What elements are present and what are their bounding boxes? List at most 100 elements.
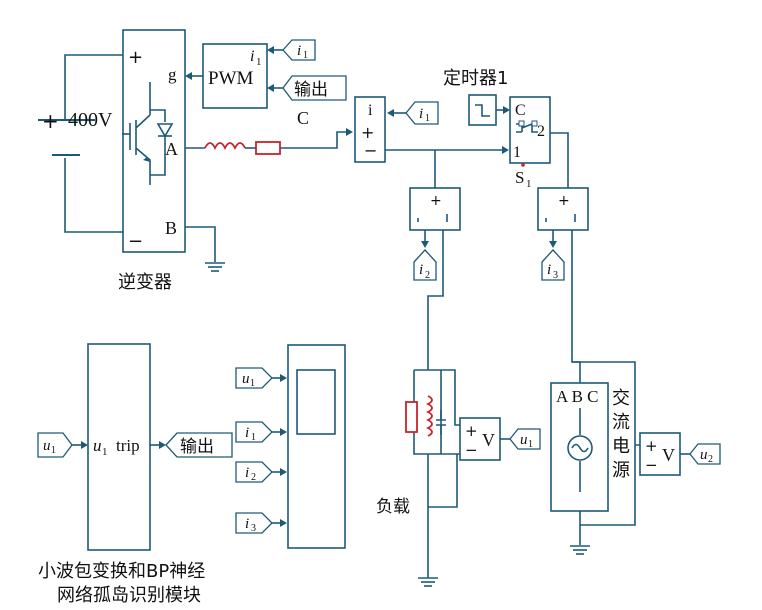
tag-module-output-label: 输出 (180, 437, 214, 457)
tag-pwm-output[interactable] (282, 75, 347, 101)
current-sensor-i: i + − i 1 (354, 96, 439, 163)
voltmeter-1: + − V u 1 (459, 417, 541, 461)
tag-voltmeter1-u1-symbol: u (520, 432, 528, 448)
tag-voltmeter2-u2[interactable] (689, 443, 721, 465)
inverter: + − g A B 逆变器 (118, 29, 186, 293)
ground-inverter (185, 226, 225, 272)
breaker-port-2: 2 (537, 123, 545, 140)
breaker-s1: C 2 1 S 1 (509, 96, 569, 190)
voltmeter2-minus: − (645, 456, 658, 474)
voltmeter2-plus: + (645, 437, 658, 455)
inverter-port-g: g (168, 65, 177, 84)
pwm-input-subscript: 1 (256, 56, 262, 68)
igbt-icon (122, 82, 174, 185)
voltmeter1-box[interactable] (459, 417, 501, 461)
tag-sensor-i3[interactable] (541, 249, 565, 281)
tag-pwm-i1[interactable] (282, 39, 316, 61)
module-label-symbol: u (93, 436, 102, 455)
current-sensor-plus: + (361, 123, 374, 142)
tag-sensor-i1-symbol: i (419, 106, 423, 122)
ac-source-phases: A B C (556, 387, 599, 406)
voltmeter2-box[interactable] (639, 432, 681, 476)
inverter-plus: + (128, 47, 143, 68)
island-detection-module: u 1 u 1 trip 输出 小波包变换和BP神经 网络孤岛识别模块 (37, 343, 233, 606)
scope-screen-icon (296, 369, 336, 435)
tag-voltmeter2-u2-subscript: 2 (708, 454, 713, 465)
sensor2-plus: + (430, 193, 442, 209)
tag-scope-i3-subscript: 3 (251, 523, 256, 534)
module-box[interactable] (87, 343, 151, 551)
current-sensor-minus: − (364, 141, 377, 160)
sensor2-box[interactable] (409, 187, 461, 231)
ac-caption-4: 源 (612, 460, 630, 481)
breaker-port-c: C (515, 102, 526, 119)
tag-sensor-i3-subscript: 3 (553, 270, 558, 281)
tag-scope-i3-symbol: i (245, 516, 249, 532)
breaker-name: S (515, 168, 524, 187)
module-label-trip: trip (116, 436, 140, 455)
tag-voltmeter1-u1[interactable] (509, 428, 541, 450)
tag-scope-u1[interactable] (235, 367, 273, 389)
dc-plus-sign: + (42, 109, 59, 133)
tag-scope-i1[interactable] (235, 421, 273, 443)
tag-pwm-i1-symbol: i (297, 43, 301, 59)
inverter-box[interactable] (122, 29, 186, 253)
ac-caption-2: 流 (612, 412, 630, 433)
tag-voltmeter1-u1-subscript: 1 (528, 439, 533, 450)
tag-sensor-i1-subscript: 1 (425, 113, 430, 124)
dc-source: + 400V (38, 54, 123, 233)
tag-scope-u1-symbol: u (242, 371, 250, 387)
tag-module-input-symbol: u (43, 438, 51, 454)
tag-sensor-i2-symbol: i (419, 262, 423, 278)
load-caption: 负载 (376, 497, 410, 517)
tag-sensor-i2[interactable] (413, 249, 437, 281)
inductor-icon (204, 142, 246, 151)
ac-caption-3: 电 (612, 436, 630, 457)
pwm-label: PWM (208, 68, 254, 89)
tag-scope-i3[interactable] (235, 512, 273, 534)
voltmeter2-v: V (662, 445, 675, 465)
tag-scope-i2-subscript: 2 (251, 472, 256, 483)
scope: u 1 i 1 i 2 i 3 (235, 344, 346, 549)
breaker-name-subscript: 1 (526, 178, 532, 190)
tag-scope-u1-subscript: 1 (250, 378, 255, 389)
sensor3-plus: + (558, 193, 570, 209)
pwm-input-symbol: i (250, 48, 254, 65)
sensor3-box[interactable] (537, 187, 589, 231)
load-resistor-icon (405, 401, 418, 433)
tag-pwm-i1-subscript: 1 (303, 50, 308, 61)
breaker-box[interactable] (509, 96, 551, 164)
node-c-label: C (297, 108, 309, 128)
voltmeter-2: + − V u 2 (639, 432, 721, 476)
tag-pwm-output-label: 输出 (294, 80, 328, 100)
inverter-port-a: A (165, 139, 178, 159)
inverter-port-b: B (165, 218, 177, 238)
module-caption-line1: 小波包变换和BP神经 (38, 561, 205, 582)
tag-scope-i1-subscript: 1 (251, 432, 256, 443)
line-impedance: C (185, 108, 353, 155)
pwm-block: PWM i 1 i 1 输出 (185, 39, 347, 109)
ac-source: A B C 交 流 电 源 (550, 361, 640, 555)
tag-module-input-subscript: 1 (51, 445, 56, 456)
voltmeter1-minus: − (465, 441, 478, 459)
tag-scope-i2-symbol: i (245, 465, 249, 481)
current-sensor-i-label: i (368, 102, 373, 119)
pwm-box[interactable] (202, 43, 268, 109)
load-capacitor-icon (436, 410, 446, 435)
module-caption-line2: 网络孤岛识别模块 (57, 585, 201, 606)
tag-scope-i1-symbol: i (245, 425, 249, 441)
current-sensor-3: + i 3 (537, 187, 589, 383)
timer-block: 定时器1 (443, 68, 510, 126)
current-sensor-2: + i 2 (409, 187, 461, 350)
dc-voltage-label: 400V (68, 109, 113, 131)
voltmeter1-v: V (482, 430, 495, 450)
current-sensor-box[interactable] (354, 96, 386, 163)
inverter-caption: 逆变器 (118, 272, 172, 293)
module-label-subscript: 1 (102, 446, 108, 458)
tag-scope-i2[interactable] (235, 461, 273, 483)
tag-sensor-i1[interactable] (405, 101, 439, 125)
rlc-load: 负载 (376, 350, 471, 587)
tag-module-output[interactable] (165, 432, 233, 458)
inverter-minus: − (128, 231, 143, 252)
